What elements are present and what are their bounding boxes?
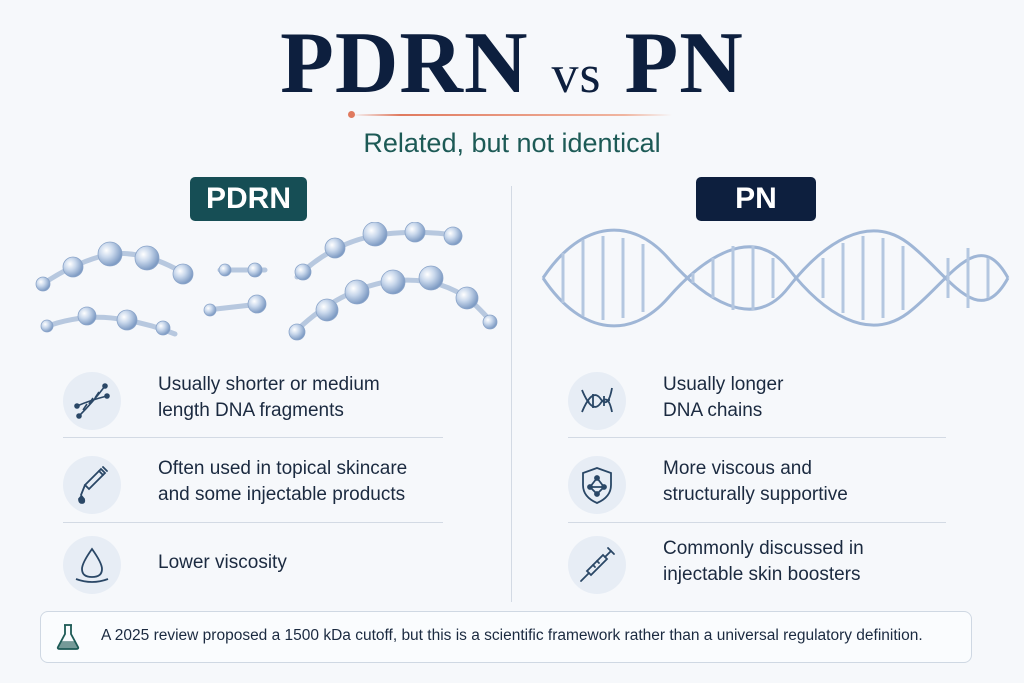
pdrn-separator-2 xyxy=(63,522,443,523)
pn-separator-2 xyxy=(568,522,946,523)
dna-helix-icon xyxy=(568,372,626,430)
shield-network-icon xyxy=(568,456,626,514)
pn-item-length-text: Usually longer DNA chains xyxy=(663,374,784,421)
droplet-icon xyxy=(63,536,121,594)
flask-icon xyxy=(56,624,80,650)
subtitle: Related, but not identical xyxy=(363,128,661,158)
pdrn-item-usage: Often used in topical skincare and some … xyxy=(63,442,443,526)
pn-item-injectable-text: Commonly discussed in injectable skin bo… xyxy=(663,538,864,585)
pdrn-item-length: Usually shorter or medium length DNA fra… xyxy=(63,358,443,442)
pdrn-item-length-text: Usually shorter or medium length DNA fra… xyxy=(158,374,380,421)
dropper-icon xyxy=(63,456,121,514)
dna-fragment-icon xyxy=(63,372,121,430)
footnote-box: A 2025 review proposed a 1500 kDa cutoff… xyxy=(40,611,972,663)
pdrn-item-viscosity-text: Lower viscosity xyxy=(158,552,287,573)
title-underline-dot xyxy=(348,111,355,118)
footnote-text: A 2025 review proposed a 1500 kDa cutoff… xyxy=(101,627,923,644)
pn-item-length: Usually longer DNA chains xyxy=(568,358,946,442)
title-underline xyxy=(352,114,672,116)
page-title: PDRN vs PN xyxy=(0,14,1024,124)
title-pdrn: PDRN xyxy=(280,15,529,112)
pn-item-viscous: More viscous and structurally supportive xyxy=(568,442,946,526)
pdrn-item-viscosity: Lower viscosity xyxy=(63,522,443,606)
pn-item-injectable: Commonly discussed in injectable skin bo… xyxy=(568,522,946,606)
pdrn-separator-1 xyxy=(63,437,443,438)
pn-item-viscous-text: More viscous and structurally supportive xyxy=(663,458,848,505)
pdrn-item-usage-text: Often used in topical skincare and some … xyxy=(158,458,408,505)
title-vs: vs xyxy=(551,44,602,104)
pn-separator-1 xyxy=(568,437,946,438)
syringe-icon xyxy=(568,536,626,594)
pn-double-helix-illustration xyxy=(541,228,1010,328)
pdrn-fragments-illustration xyxy=(35,222,498,341)
pdrn-badge: PDRN xyxy=(190,177,307,221)
column-divider xyxy=(511,186,512,602)
pn-badge: PN xyxy=(696,177,816,221)
title-pn: PN xyxy=(624,15,744,112)
